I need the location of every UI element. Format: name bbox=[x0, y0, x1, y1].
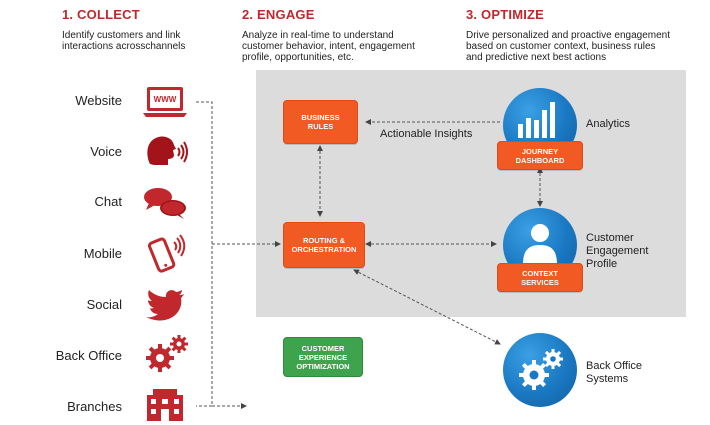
label-line: Profile bbox=[586, 258, 618, 270]
routing-backoffice-line bbox=[353, 269, 501, 345]
actionable-insights-label: Actionable Insights bbox=[380, 128, 473, 140]
white-gears-icon bbox=[519, 349, 563, 390]
customer-engagement-profile-label: Customer Engagement Profile bbox=[586, 232, 648, 271]
channel-website-label: Website bbox=[75, 93, 122, 108]
collect-desc-line: Identify customers and link bbox=[62, 30, 181, 41]
channel-backoffice-label: Back Office bbox=[55, 348, 122, 363]
engage-description: Analyze in real-time to understand custo… bbox=[242, 30, 415, 63]
collect-title: 1. COLLECT bbox=[62, 7, 140, 22]
box-text: ROUTING & bbox=[302, 236, 346, 245]
routing-orchestration-box: ROUTING & ORCHESTRATION bbox=[283, 222, 365, 268]
channel-branches-label: Branches bbox=[67, 399, 122, 414]
gears-icon bbox=[146, 335, 188, 372]
mobile-phone-icon bbox=[148, 234, 186, 273]
label-line: Engagement bbox=[586, 245, 649, 257]
label-line: Systems bbox=[586, 373, 629, 385]
collect-desc-line: interactions acrosschannels bbox=[62, 41, 186, 52]
engage-desc-line: customer behavior, intent, engagement bbox=[242, 41, 415, 52]
www-text: WWW bbox=[153, 95, 177, 104]
box-text: CONTEXT bbox=[522, 268, 558, 278]
engage-desc-line: Analyze in real-time to understand bbox=[242, 30, 394, 41]
box-text: BUSINESS bbox=[301, 113, 340, 122]
bar-chart-icon bbox=[518, 102, 555, 138]
channel-mobile-label: Mobile bbox=[83, 246, 122, 261]
journey-dashboard-box: JOURNEY DASHBOARD bbox=[497, 141, 583, 170]
box-text: DASHBOARD bbox=[515, 155, 565, 165]
engage-desc-line: profile, opportunities, etc. bbox=[242, 52, 354, 63]
collect-description: Identify customers and link interactions… bbox=[62, 30, 185, 52]
analytics-label: Analytics bbox=[586, 118, 631, 130]
box-text: RULES bbox=[307, 122, 334, 131]
building-icon bbox=[147, 389, 183, 421]
business-rules-box: BUSINESS RULES bbox=[283, 100, 358, 144]
channel-voice-label: Voice bbox=[90, 144, 122, 159]
collect-bracket-line bbox=[196, 101, 213, 407]
box-text: JOURNEY bbox=[521, 146, 559, 156]
box-text: SERVICES bbox=[521, 277, 559, 287]
back-office-systems-circle bbox=[503, 333, 577, 407]
speaking-head-icon bbox=[147, 136, 188, 165]
cx-optimization-box: CUSTOMER EXPERIENCE OPTIMIZATION bbox=[283, 337, 363, 377]
optimize-title: 3. OPTIMIZE bbox=[466, 7, 545, 22]
label-line: Back Office bbox=[586, 360, 643, 372]
back-office-systems-label: Back Office Systems bbox=[586, 360, 642, 386]
box-text: EXPERIENCE bbox=[298, 352, 348, 362]
label-line: Customer bbox=[586, 232, 634, 244]
optimize-desc-line: based on customer context, business rule… bbox=[466, 41, 656, 52]
optimize-desc-line: and predictive next best actions bbox=[466, 52, 607, 63]
laptop-www-icon: WWW bbox=[143, 86, 187, 118]
chat-bubbles-icon bbox=[144, 188, 186, 219]
optimize-desc-line: Drive personalized and proactive engagem… bbox=[466, 30, 671, 41]
box-text: ORCHESTRATION bbox=[291, 245, 357, 254]
box-text: CUSTOMER bbox=[301, 343, 345, 353]
context-services-box: CONTEXT SERVICES bbox=[497, 263, 583, 292]
channel-social-label: Social bbox=[86, 297, 122, 312]
optimize-description: Drive personalized and proactive engagem… bbox=[466, 30, 670, 63]
person-icon bbox=[523, 224, 557, 264]
channel-chat-label: Chat bbox=[94, 194, 122, 209]
bird-icon bbox=[146, 290, 184, 321]
box-text: OPTIMIZATION bbox=[296, 361, 350, 371]
engage-title: 2. ENGAGE bbox=[242, 7, 315, 22]
